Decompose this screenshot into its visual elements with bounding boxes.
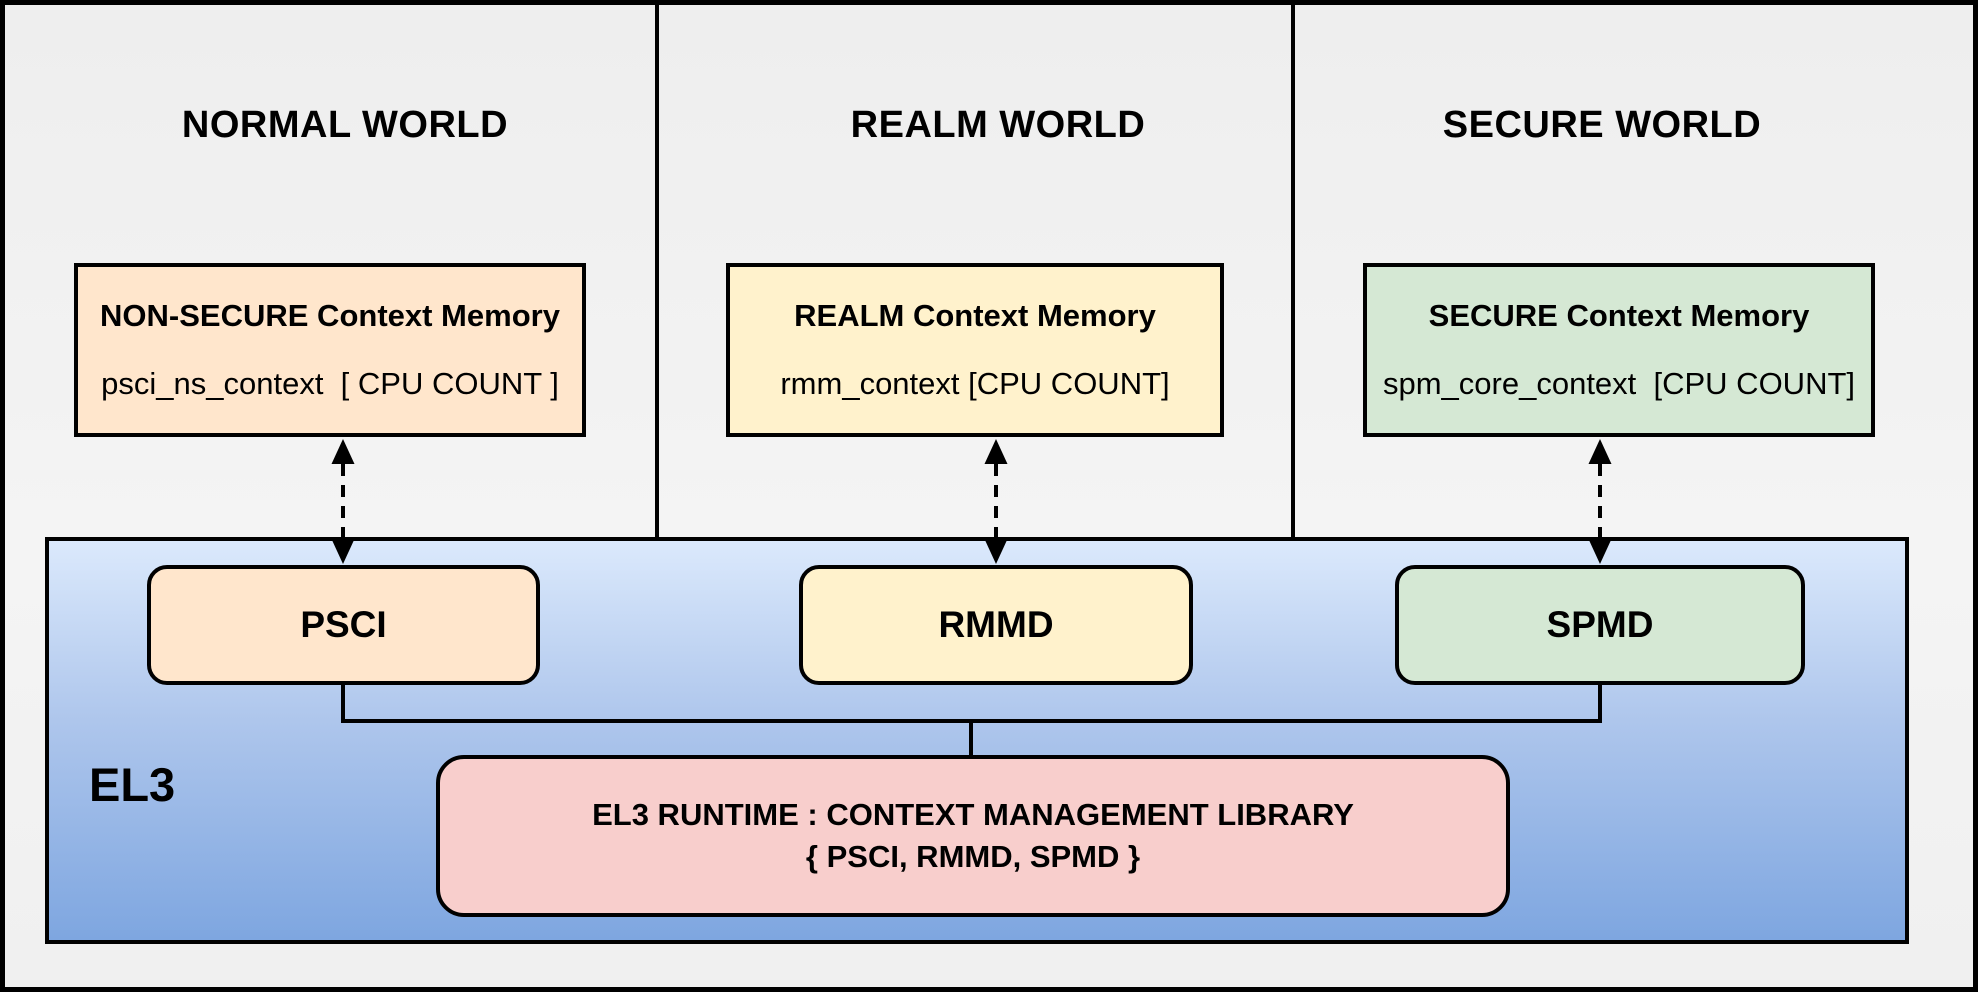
runtime-box-line2: { PSCI, RMMD, SPMD }: [805, 839, 1141, 874]
world-separator-line: [655, 5, 659, 537]
psci-node-label: PSCI: [300, 604, 387, 645]
rmmd-node-label: RMMD: [938, 604, 1054, 645]
secure-world-title: SECURE WORLD: [1442, 104, 1762, 146]
secure-context-memory-box: SECURE Context Memory spm_core_context […: [1363, 263, 1875, 437]
psci-node: PSCI: [147, 565, 540, 685]
memory-box-title: NON-SECURE Context Memory: [100, 298, 560, 334]
spmd-node-label: SPMD: [1546, 604, 1654, 645]
arrowhead-up-icon: [1588, 439, 1612, 464]
world-separator-line: [1291, 5, 1295, 537]
spmd-node: SPMD: [1395, 565, 1805, 685]
arrowhead-up-icon: [984, 439, 1008, 464]
el3-runtime-library-box: EL3 RUNTIME : CONTEXT MANAGEMENT LIBRARY…: [436, 755, 1510, 917]
memory-box-value: rmm_context [CPU COUNT]: [780, 365, 1170, 401]
runtime-box-line1: EL3 RUNTIME : CONTEXT MANAGEMENT LIBRARY: [592, 797, 1354, 833]
memory-box-value: spm_core_context [CPU COUNT]: [1382, 365, 1856, 401]
non-secure-context-memory-box: NON-SECURE Context Memory psci_ns_contex…: [74, 263, 586, 437]
arrowhead-up-icon: [331, 439, 355, 464]
normal-world-title: NORMAL WORLD: [181, 104, 509, 146]
memory-box-title: REALM Context Memory: [794, 298, 1156, 334]
realm-context-memory-box: REALM Context Memory rmm_context [CPU CO…: [726, 263, 1224, 437]
rmmd-node: RMMD: [799, 565, 1193, 685]
realm-world-title: REALM WORLD: [850, 104, 1146, 146]
memory-box-title: SECURE Context Memory: [1428, 298, 1810, 334]
memory-box-value: psci_ns_context [ CPU COUNT ]: [101, 365, 559, 401]
el3-label: EL3: [89, 758, 176, 811]
